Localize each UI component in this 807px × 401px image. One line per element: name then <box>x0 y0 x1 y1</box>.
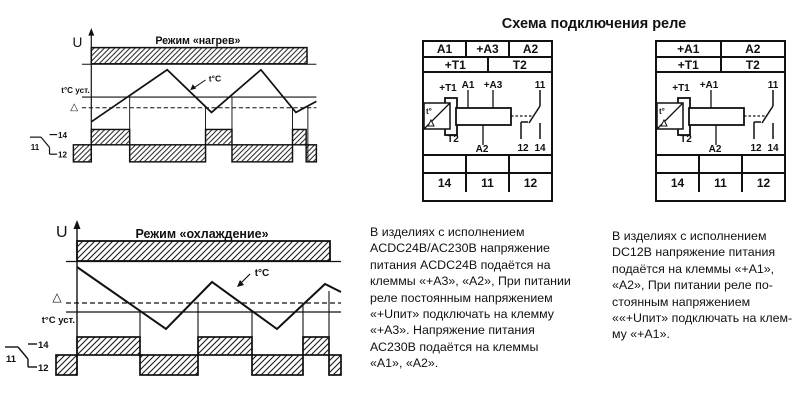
terminal-t1: +T1 <box>424 58 489 72</box>
terminal-a3: +A3 <box>467 42 510 56</box>
terminal-12: 12 <box>756 176 771 190</box>
heating-mode-diagram: Режим «нагрев» U t°C t°C уст. △ <box>29 28 318 163</box>
terminal-t2: T2 <box>745 57 760 72</box>
terminal-12: 12 <box>523 176 538 190</box>
terminal-row-blank <box>657 156 784 174</box>
trace-12-label: 12 <box>58 151 68 160</box>
relay-terminal-box-acdc: A1 +A3 A2 +T1 T2 +T1 A1 +A3 11 <box>422 40 553 202</box>
terminal-blank <box>424 156 467 172</box>
sensor-mark-icon <box>660 118 668 127</box>
terminal-a1: A1 <box>424 42 467 56</box>
output-trace-14 <box>90 128 307 146</box>
terminal-row-bottom: 14 11 12 <box>657 174 784 192</box>
internal-schematic-area: +T1 +A1 11 t° <box>657 73 784 156</box>
cooling-mode-diagram: Режим «охлаждение» U t°C △ t°C уст. <box>5 220 342 376</box>
coil-lead1-label: A1 <box>462 80 475 91</box>
terminal-row-bottom: 14 11 12 <box>424 174 551 192</box>
voltage-axis-label: U <box>56 224 68 241</box>
terminal-row-top: A1 +A3 A2 <box>424 42 551 58</box>
power-note-acdc: В изделиях с исполнением ACDC24В/AC230В … <box>370 225 571 371</box>
hysteresis-delta-icon: △ <box>52 290 62 304</box>
coil-bottom-label: A2 <box>476 144 489 155</box>
terminal-t2: T2 <box>512 57 527 72</box>
contact-nc-label: 12 <box>517 143 529 154</box>
diagram-title: Режим «нагрев» <box>155 35 240 47</box>
temperature-wave <box>76 266 342 331</box>
coil-leads <box>710 90 717 145</box>
output-trace-12 <box>72 144 318 163</box>
internal-schematic: +T1 A1 +A3 11 t° <box>424 80 546 155</box>
terminal-11: 11 <box>700 174 743 192</box>
axis-arrow-icon <box>88 28 95 36</box>
changeover-contact <box>520 90 541 139</box>
internal-schematic: +T1 +A1 11 t° <box>657 80 779 155</box>
contact-common-label: 11 <box>535 80 546 91</box>
hysteresis-delta-icon: △ <box>70 102 78 113</box>
terminal-blank <box>467 156 510 172</box>
terminal-blank <box>510 156 551 172</box>
probe-top-label: +T1 <box>672 83 690 94</box>
sensor-mark-icon <box>427 118 435 127</box>
coil-bottom-label: A2 <box>709 144 722 155</box>
relay-terminal-box-dc12: +A1 A2 +T1 T2 +T1 +A1 11 t° <box>655 40 786 202</box>
axis-arrow-icon <box>73 220 81 229</box>
contact-common-label: 11 <box>31 143 40 152</box>
terminal-blank <box>700 156 743 172</box>
terminal-a2: A2 <box>745 42 761 56</box>
terminal-a1: +A1 <box>657 42 722 56</box>
setpoint-label: t°C уст. <box>42 315 75 326</box>
sensor-label: t° <box>659 107 665 116</box>
relay-coil <box>688 107 745 126</box>
coil-lead1-label: +A1 <box>700 80 719 91</box>
contact-nc-label: 12 <box>750 143 762 154</box>
temperature-label: t°C <box>255 268 270 279</box>
temperature-pointer-arrow-icon <box>190 79 206 91</box>
temperature-label: t°C <box>209 74 221 84</box>
probe-bottom-label: T2 <box>680 134 692 145</box>
terminal-11: 11 <box>467 174 510 192</box>
probe-bottom-label: T2 <box>447 134 459 145</box>
trace-14-label: 14 <box>58 131 68 140</box>
setpoint-label: t°C уст. <box>61 86 89 95</box>
terminal-14: 14 <box>424 174 467 192</box>
contact-common-label: 11 <box>6 354 17 365</box>
diagram-title: Режим «охлаждение» <box>135 227 268 241</box>
contact-common-label: 11 <box>768 80 779 91</box>
terminal-14: 14 <box>657 174 700 192</box>
coil-leads <box>467 90 494 145</box>
trace-12-label: 12 <box>38 363 49 374</box>
probe-top-label: +T1 <box>439 83 457 94</box>
terminal-a2: A2 <box>522 42 539 56</box>
contact-no-label: 14 <box>534 143 546 154</box>
supply-voltage-bar <box>90 46 308 65</box>
relay-coil <box>455 107 512 126</box>
changeover-contact <box>753 90 774 139</box>
terminal-row-sensor: +T1 T2 <box>657 58 784 73</box>
temperature-wave <box>90 68 317 123</box>
terminal-row-blank <box>424 156 551 174</box>
voltage-axis-label: U <box>73 35 83 50</box>
terminal-row-top: +A1 A2 <box>657 42 784 58</box>
terminal-row-sensor: +T1 T2 <box>424 58 551 73</box>
sensor-label: t° <box>426 107 432 116</box>
coil-lead2-label: +A3 <box>484 80 503 91</box>
internal-schematic-area: +T1 A1 +A3 11 t° <box>424 73 551 156</box>
contact-no-label: 14 <box>767 143 779 154</box>
trace-14-label: 14 <box>38 340 49 351</box>
supply-voltage-bar <box>76 240 331 262</box>
output-trace-12 <box>55 354 342 376</box>
relay-contact-symbol <box>5 343 37 368</box>
relay-contact-symbol <box>29 133 58 155</box>
power-note-dc12: В изделиях с исполнением DC12В напряжени… <box>612 229 793 342</box>
connection-section-title: Схема подключения реле <box>501 16 687 32</box>
terminal-t1: +T1 <box>657 58 722 72</box>
temperature-pointer-arrow-icon <box>237 273 251 287</box>
terminal-blank <box>657 156 700 172</box>
terminal-blank <box>743 156 784 172</box>
output-trace-14 <box>76 336 330 356</box>
